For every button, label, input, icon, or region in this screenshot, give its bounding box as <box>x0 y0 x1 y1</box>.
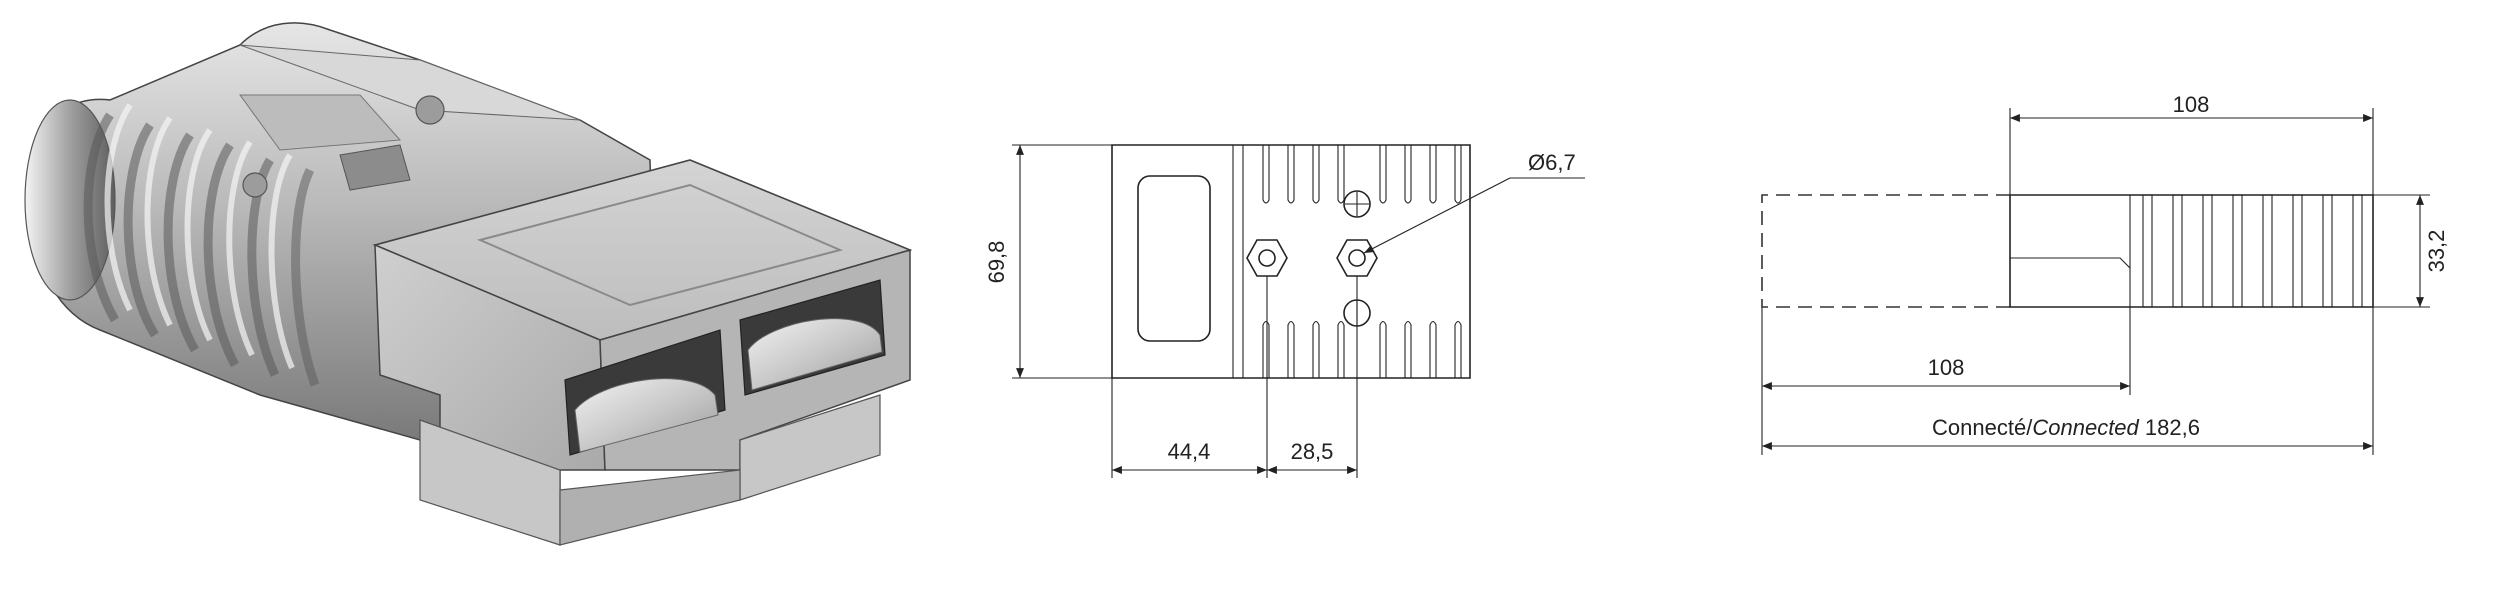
top-view: 108 33,2 108 Connecté/Connected 182,6 <box>1761 92 2449 455</box>
dim-diameter: Ø6,7 <box>1363 150 1585 254</box>
hex-nut-left <box>1246 239 1288 277</box>
lower-slots <box>1262 320 1462 378</box>
dim-body-length-label: 108 <box>2173 92 2210 117</box>
dim-height-label: 69,8 <box>984 241 1009 284</box>
dim-connected-sep: / <box>2026 415 2033 440</box>
dim-body-length: 108 <box>2009 92 2374 195</box>
hex-nut-right <box>1336 239 1378 277</box>
dim-connected-fr: Connecté <box>1932 415 2026 440</box>
dim-width: 33,2 <box>2373 194 2449 308</box>
screw-top <box>1343 190 1371 218</box>
dim-height: 69,8 <box>984 144 1112 379</box>
side-body-outline <box>1111 144 1471 379</box>
dim-connected: Connecté/Connected 182,6 <box>1762 415 2373 450</box>
dim-length-front-label: 44,4 <box>1168 439 1211 464</box>
front-window <box>1137 175 1211 342</box>
dim-total-length-label: 108 <box>1928 355 1965 380</box>
side-view: 69,8 44,4 28,5 Ø6,7 <box>984 144 1585 478</box>
dim-total-length: 108 <box>1761 307 2374 455</box>
dim-width-label: 33,2 <box>2424 230 2449 273</box>
dim-connected-label: Connecté/Connected 182,6 <box>1932 415 2200 440</box>
top-ribs <box>2142 194 2363 308</box>
dim-length-hole-label: 28,5 <box>1291 439 1334 464</box>
dim-connected-en: Connected <box>2032 415 2139 440</box>
dim-bottom: 44,4 28,5 <box>1111 276 1358 478</box>
connector-3d-view <box>24 22 913 546</box>
top-body-outline <box>2009 194 2374 308</box>
dim-diameter-label: Ø6,7 <box>1528 150 1576 175</box>
upper-slots <box>1262 145 1462 204</box>
mating-connector-phantom <box>1761 194 2010 308</box>
housing-ribs <box>83 103 320 387</box>
dim-connected-value: 182,6 <box>2139 415 2200 440</box>
